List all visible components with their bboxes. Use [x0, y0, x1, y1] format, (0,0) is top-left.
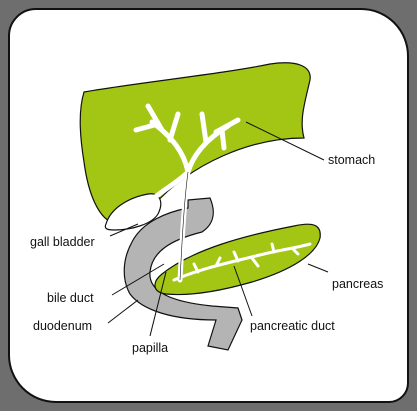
label-duodenum: duodenum [33, 319, 92, 333]
label-papilla: papilla [132, 341, 168, 355]
pancreas-leader [308, 264, 328, 272]
diagram-frame: stomach gall bladder bile duct duodenum … [8, 8, 409, 403]
label-gall-bladder: gall bladder [30, 235, 95, 249]
label-pancreas: pancreas [332, 277, 383, 291]
duodenum-leader [108, 300, 138, 323]
label-stomach: stomach [328, 153, 375, 167]
label-pancreatic-duct: pancreatic duct [250, 319, 335, 333]
label-bile-duct: bile duct [47, 291, 94, 305]
anatomy-diagram: stomach gall bladder bile duct duodenum … [10, 10, 409, 403]
